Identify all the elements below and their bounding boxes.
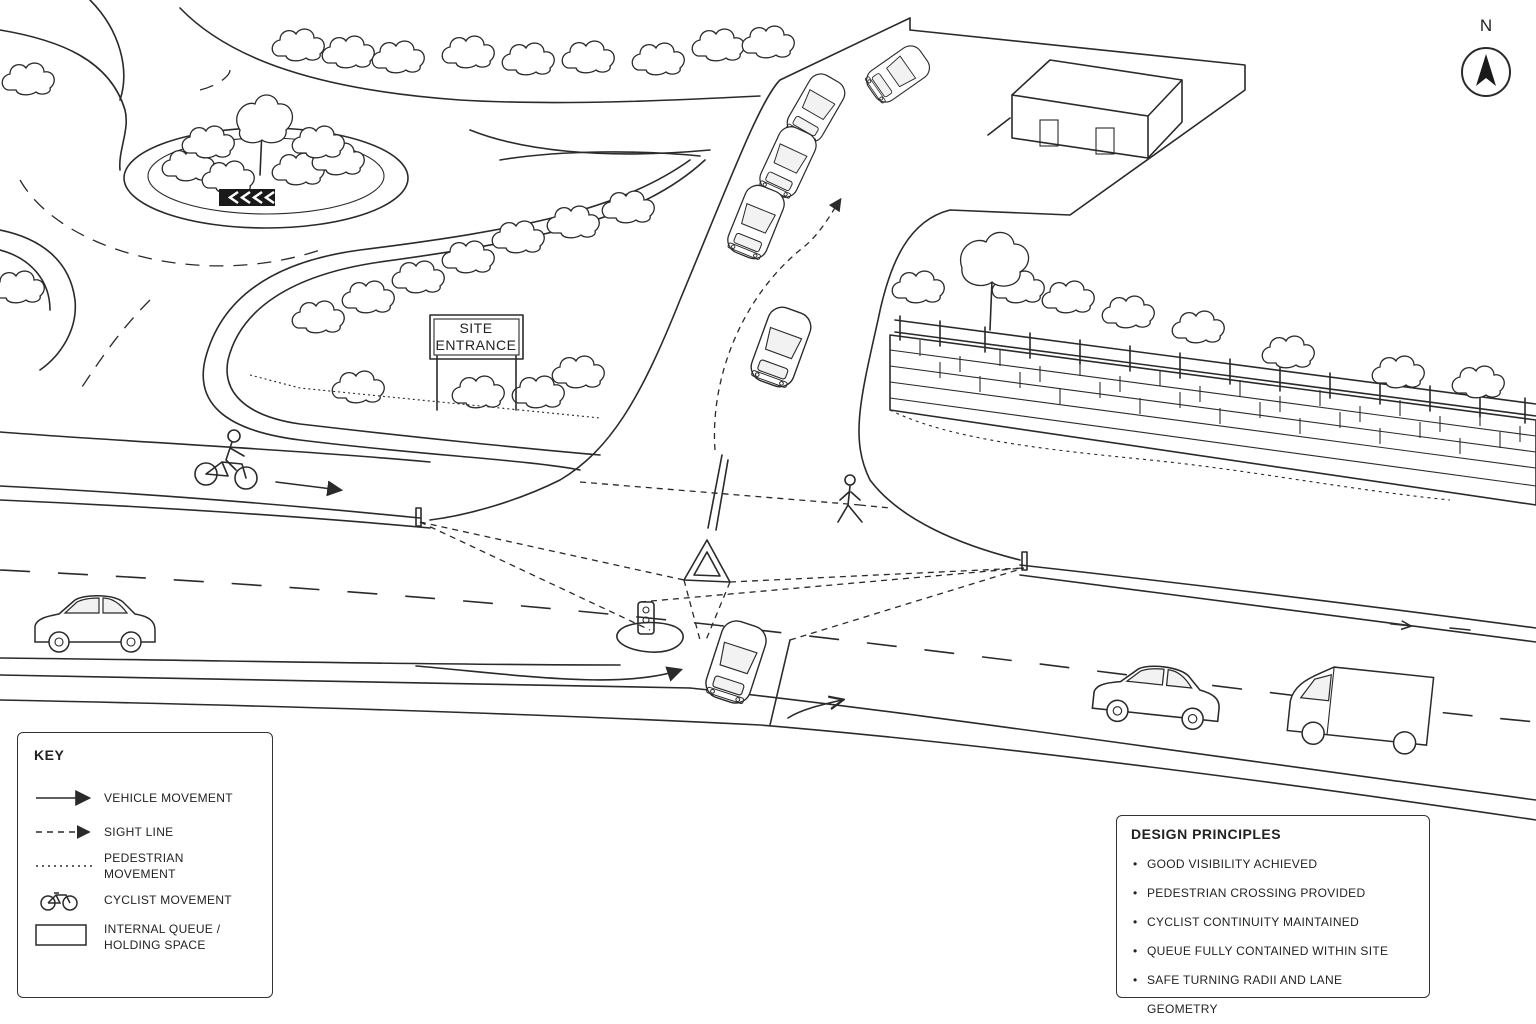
vehicle-movement-arrows: [275, 480, 842, 719]
traffic-island: [616, 454, 731, 653]
dotted-line-icon: [34, 856, 104, 876]
design-principles-panel: DESIGN PRINCIPLES GOOD VISIBILITY ACHIEV…: [1116, 815, 1430, 1016]
site-building: [1011, 59, 1183, 159]
list-item: SAFE TURNING RADII AND LANE GEOMETRY: [1131, 966, 1415, 1016]
list-item: GOOD VISIBILITY ACHIEVED: [1131, 850, 1415, 879]
sign-line-1: SITE: [459, 320, 492, 336]
retaining-wall: [889, 231, 1536, 506]
principles-title: DESIGN PRINCIPLES: [1131, 826, 1282, 842]
principles-list: GOOD VISIBILITY ACHIEVED PEDESTRIAN CROS…: [1131, 850, 1415, 1016]
roundabout-area: [0, 0, 761, 391]
roundabout-planting: [161, 94, 365, 206]
dashed-arrow-icon: [34, 822, 104, 842]
key-label: INTERNAL QUEUE / HOLDING SPACE: [104, 922, 221, 952]
cyclist: [194, 429, 258, 490]
north-label: N: [1479, 16, 1493, 35]
list-item: CYCLIST CONTINUITY MAINTAINED: [1131, 908, 1415, 937]
key-item-cyclist-movement: CYCLIST MOVEMENT: [34, 883, 256, 917]
pedestrian: [837, 474, 863, 523]
compass-icon: [1461, 47, 1511, 97]
key-label: VEHICLE MOVEMENT: [104, 791, 233, 805]
sight-lines: [419, 197, 1025, 641]
access-road: [429, 17, 1246, 561]
key-item-sight-line: SIGHT LINE: [34, 815, 256, 849]
bicycle-icon: [34, 890, 104, 911]
key-item-pedestrian-movement: PEDESTRIAN MOVEMENT: [34, 849, 256, 883]
key-item-vehicle-movement: VEHICLE MOVEMENT: [34, 781, 256, 815]
list-item: QUEUE FULLY CONTAINED WITHIN SITE: [1131, 937, 1415, 966]
key-label: PEDESTRIAN MOVEMENT: [104, 851, 184, 881]
key-title: KEY: [34, 747, 65, 763]
entrance-verge: [202, 159, 706, 471]
sign-line-2: ENTRANCE: [435, 337, 516, 353]
key-label: CYCLIST MOVEMENT: [104, 893, 232, 907]
solid-arrow-icon: [34, 788, 104, 808]
key-label: SIGHT LINE: [104, 825, 174, 839]
list-item: PEDESTRIAN CROSSING PROVIDED: [1131, 879, 1415, 908]
site-entrance-sign: SITE ENTRANCE: [429, 314, 524, 411]
bollards: [415, 507, 1028, 571]
key-item-internal-queue: INTERNAL QUEUE / HOLDING SPACE: [34, 917, 256, 965]
queued-vehicles: [701, 40, 935, 708]
key-panel: KEY VEHICLE MOVEMENT SIGHT LINE PEDESTRI…: [17, 732, 273, 998]
rectangle-icon: [34, 921, 104, 946]
main-road-vehicles: [34, 594, 1435, 755]
north-arrow: N: [1454, 16, 1518, 100]
